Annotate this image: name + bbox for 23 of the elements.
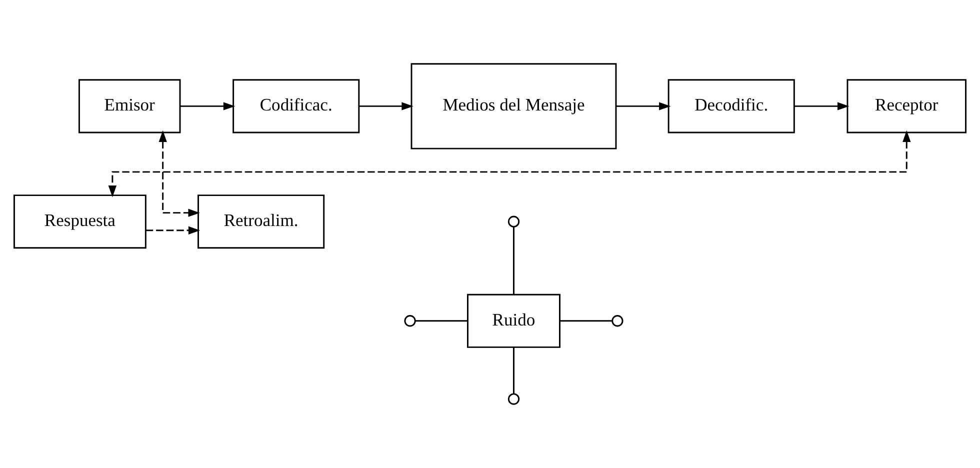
connector <box>416 320 468 322</box>
arrow <box>359 102 414 110</box>
node-box: Respuesta <box>13 194 146 249</box>
node-box: Decodific. <box>668 79 795 134</box>
node-circle <box>508 216 520 228</box>
connector <box>560 320 612 322</box>
arrow <box>108 130 911 198</box>
connector <box>513 226 514 294</box>
node-box: Retroalim. <box>198 194 325 249</box>
node-box: Receptor <box>846 79 967 134</box>
arrow <box>158 130 200 217</box>
node-box: Codificac. <box>232 79 360 134</box>
connector <box>513 347 514 394</box>
arrow <box>616 102 671 110</box>
node-box: Medios del Mensaje <box>410 63 617 150</box>
node-circle <box>508 393 520 405</box>
arrow <box>146 226 200 234</box>
node-box: Ruido <box>467 294 560 348</box>
node-circle <box>612 315 624 327</box>
arrow <box>180 102 236 110</box>
arrow <box>794 102 850 110</box>
node-box: Emisor <box>78 79 181 134</box>
node-circle <box>404 315 416 327</box>
